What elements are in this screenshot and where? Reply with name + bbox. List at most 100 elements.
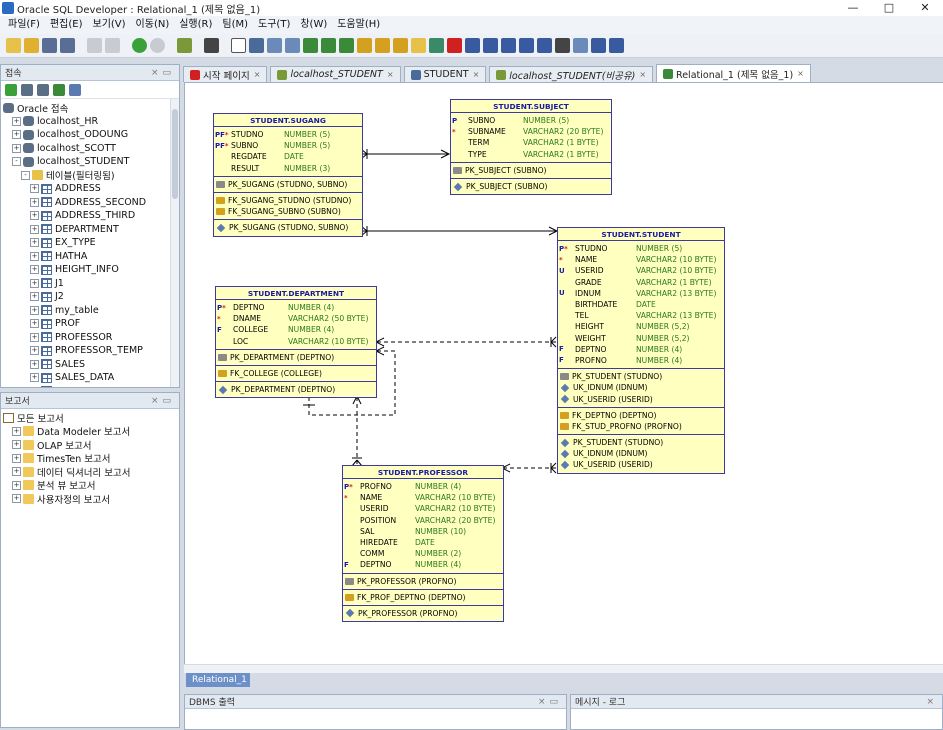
tree-item[interactable]: 모든 보고서 xyxy=(1,411,179,425)
filter-icon[interactable] xyxy=(37,83,49,96)
expand-icon[interactable]: + xyxy=(12,143,21,153)
editor-tab[interactable]: localhost_STUDENT× xyxy=(270,66,401,82)
tree-item[interactable]: +PROFESSOR_TEMP xyxy=(1,344,179,358)
arrow-icon[interactable] xyxy=(339,38,354,53)
expand-icon[interactable]: + xyxy=(12,453,21,463)
expand-icon[interactable]: + xyxy=(12,426,21,436)
tree-item[interactable]: +Data Modeler 보고서 xyxy=(1,425,179,438)
back-icon[interactable] xyxy=(132,38,147,53)
merge-icon[interactable] xyxy=(303,38,318,53)
tree-item[interactable]: +localhost_SCOTT xyxy=(1,142,179,156)
expand-icon[interactable]: + xyxy=(30,346,39,356)
close-tab-icon[interactable]: × xyxy=(639,70,647,79)
er-key[interactable]: PK_SUBJECT (SUBNO) xyxy=(451,165,611,176)
panel-controls-icon[interactable]: ×▭ xyxy=(537,696,562,707)
er-key[interactable]: FK_SUGANG_SUBNO (SUBNO) xyxy=(214,206,362,217)
collapse-icon[interactable]: - xyxy=(12,157,21,167)
expand-icon[interactable]: + xyxy=(12,116,21,126)
panel-controls-icon[interactable]: ×▭ xyxy=(150,67,175,78)
new-table-icon[interactable] xyxy=(249,38,264,53)
expand-icon[interactable]: + xyxy=(12,480,21,490)
undo-icon[interactable] xyxy=(87,38,102,53)
menu-edit[interactable]: 편집(E) xyxy=(49,19,83,30)
er-key[interactable]: PK_SUGANG (STUDNO, SUBNO) xyxy=(214,222,362,233)
tree-item[interactable]: +EX_TYPE xyxy=(1,236,179,250)
tree-item[interactable]: +SALGRADE xyxy=(1,385,179,387)
expand-icon[interactable]: + xyxy=(12,130,21,140)
actual-size-icon[interactable] xyxy=(537,38,552,53)
er-key[interactable]: PK_SUBJECT (SUBNO) xyxy=(451,181,611,192)
tree-item[interactable]: +ADDRESS xyxy=(1,182,179,196)
picture-icon[interactable] xyxy=(375,38,390,53)
expand-icon[interactable]: + xyxy=(30,184,39,194)
split-icon[interactable] xyxy=(285,38,300,53)
tree-item[interactable]: +ADDRESS_SECOND xyxy=(1,196,179,210)
tree-item[interactable]: Oracle 접속 xyxy=(1,101,179,115)
menu-window[interactable]: 창(W) xyxy=(300,19,328,30)
expand-icon[interactable]: + xyxy=(30,224,39,234)
tree-item[interactable]: +DEPARTMENT xyxy=(1,223,179,237)
add-connection-icon[interactable] xyxy=(5,83,17,96)
er-key[interactable]: FK_STUD_PROFNO (PROFNO) xyxy=(558,421,724,432)
expand-icon[interactable]: + xyxy=(30,238,39,248)
er-key[interactable]: PK_SUGANG (STUDNO, SUBNO) xyxy=(214,179,362,190)
tree-icon[interactable] xyxy=(69,83,81,96)
expand-icon[interactable]: + xyxy=(30,278,39,288)
er-key[interactable]: PK_STUDENT (STUDNO) xyxy=(558,371,724,382)
folder-icon[interactable] xyxy=(411,38,426,53)
expand-icon[interactable]: + xyxy=(30,305,39,315)
scroll-thumb[interactable] xyxy=(172,109,178,199)
tree-item[interactable]: +SALES xyxy=(1,358,179,372)
fit-icon[interactable] xyxy=(519,38,534,53)
expand-icon[interactable]: + xyxy=(12,494,21,504)
expand-icon[interactable]: + xyxy=(30,211,39,221)
canvas-hscrollbar[interactable] xyxy=(184,664,943,673)
er-key[interactable]: FK_DEPTNO (DEPTNO) xyxy=(558,410,724,421)
zoom-out-icon[interactable] xyxy=(501,38,516,53)
redo-icon[interactable] xyxy=(105,38,120,53)
menu-navigate[interactable]: 이동(N) xyxy=(135,19,170,30)
expand-icon[interactable]: + xyxy=(30,373,39,383)
collapse-icon[interactable] xyxy=(465,38,480,53)
tree-item[interactable]: +J1 xyxy=(1,277,179,291)
expand-icon[interactable]: + xyxy=(30,319,39,329)
label-icon[interactable] xyxy=(393,38,408,53)
new-view-icon[interactable] xyxy=(267,38,282,53)
binoculars-icon[interactable] xyxy=(204,38,219,53)
forward-icon[interactable] xyxy=(150,38,165,53)
er-key[interactable]: PK_DEPARTMENT (DEPTNO) xyxy=(216,384,376,395)
minimize-button[interactable]: — xyxy=(847,1,859,14)
expand-icon[interactable]: + xyxy=(30,292,39,302)
expand-icon[interactable]: + xyxy=(12,467,21,477)
save-icon[interactable] xyxy=(42,38,57,53)
tree-item[interactable]: +localhost_HR xyxy=(1,115,179,129)
tree-item[interactable]: +사용자정의 보고서 xyxy=(1,492,179,506)
new-icon[interactable] xyxy=(6,38,21,53)
collapse-icon[interactable]: - xyxy=(21,170,30,180)
close-tab-icon[interactable]: × xyxy=(472,70,480,79)
tree-item[interactable]: +OLAP 보고서 xyxy=(1,438,179,452)
menu-run[interactable]: 실행(R) xyxy=(179,19,213,30)
tree-item[interactable]: +SALES_DATA xyxy=(1,371,179,385)
diagram-subview-tab[interactable]: Relational_1 xyxy=(186,673,250,687)
zoom-in-icon[interactable] xyxy=(483,38,498,53)
